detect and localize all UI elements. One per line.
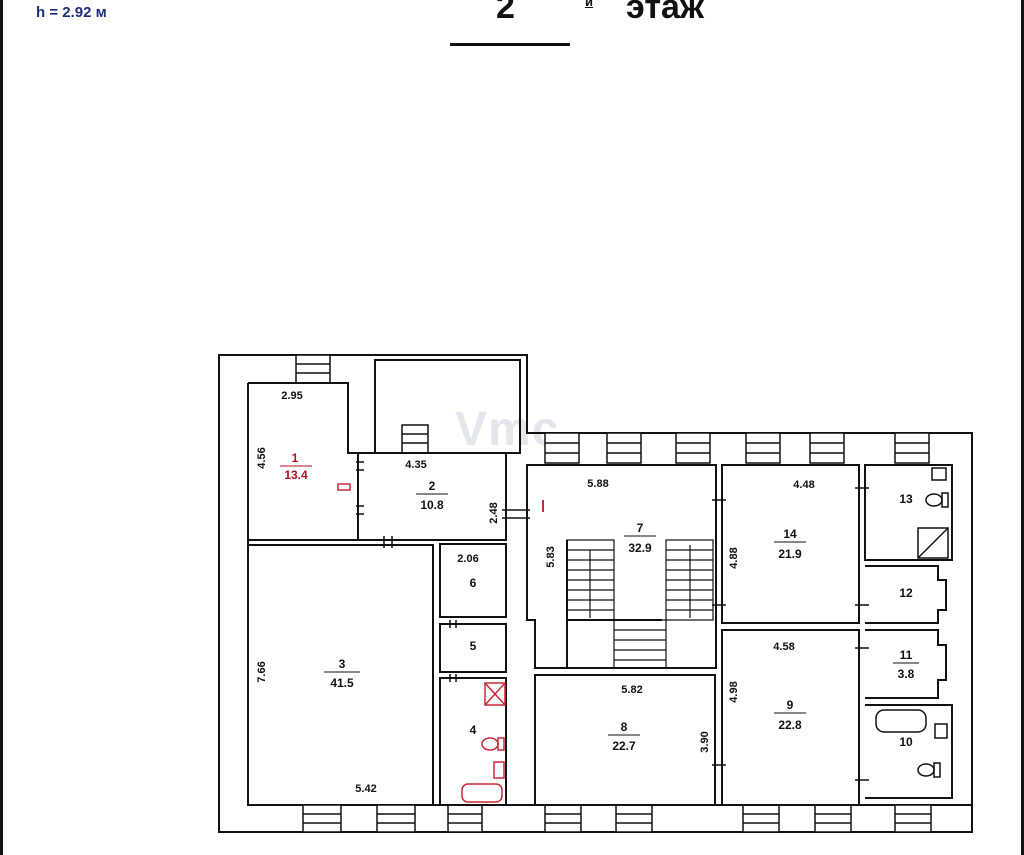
room-9-area: 22.8	[778, 718, 802, 732]
bathroom-fixtures	[875, 467, 949, 778]
floor-number: 2	[496, 0, 515, 26]
dim-4-56: 4.56	[256, 447, 268, 468]
room-7-number: 7	[637, 521, 644, 535]
room-7-area: 32.9	[628, 541, 652, 555]
room-1-area: 13.4	[284, 468, 308, 482]
ceiling-height-label: h = 2.92 м	[36, 4, 107, 21]
dim-4-98: 4.98	[728, 681, 740, 702]
dim-4-48: 4.48	[793, 479, 814, 491]
room-11-number: 11	[900, 648, 913, 662]
room-1-number: 1	[292, 451, 299, 465]
dim-2-95: 2.95	[281, 390, 302, 402]
dim-2-06: 2.06	[457, 553, 478, 565]
room-4-number: 4	[470, 723, 477, 737]
floor-superscript: й	[585, 0, 593, 9]
room-10-number: 10	[899, 735, 913, 749]
dim-5-83: 5.83	[545, 546, 557, 567]
top-windows	[295, 354, 930, 464]
staircase	[566, 539, 714, 669]
room-5-number: 5	[470, 639, 477, 653]
room-8-number: 8	[621, 720, 628, 734]
room-14-number: 14	[783, 527, 797, 541]
frame-right-edge	[1021, 0, 1024, 855]
dim-5-88: 5.88	[587, 478, 608, 490]
room-6-number: 6	[470, 576, 477, 590]
room-8-area: 22.7	[612, 739, 636, 753]
dim-7-66: 7.66	[256, 661, 268, 682]
bottom-windows	[302, 804, 932, 833]
sanitary-fixtures	[337, 483, 506, 803]
dim-5-82: 5.82	[621, 684, 642, 696]
watermark: Vmc	[455, 403, 560, 456]
door-marks	[356, 461, 869, 781]
dim-4-58: 4.58	[773, 641, 794, 653]
room-13-number: 13	[899, 492, 913, 506]
interior-walls	[248, 382, 953, 806]
room-2-area: 10.8	[420, 498, 444, 512]
room-3-number: 3	[339, 657, 346, 671]
room-14-area: 21.9	[778, 547, 802, 561]
room-12-number: 12	[899, 586, 913, 600]
floor-word: этаж	[626, 0, 704, 26]
room-11-area: 3.8	[898, 667, 915, 681]
title-underline	[450, 43, 570, 46]
room-3-area: 41.5	[330, 676, 354, 690]
room-2-number: 2	[429, 479, 436, 493]
dim-3-90: 3.90	[699, 731, 711, 752]
frame-left-edge	[0, 0, 3, 855]
balcony	[374, 359, 521, 454]
dim-2-48: 2.48	[488, 502, 500, 523]
dim-4-35: 4.35	[405, 459, 426, 471]
dim-5-42: 5.42	[355, 783, 376, 795]
room-9-number: 9	[787, 698, 794, 712]
dim-4-88: 4.88	[728, 547, 740, 568]
